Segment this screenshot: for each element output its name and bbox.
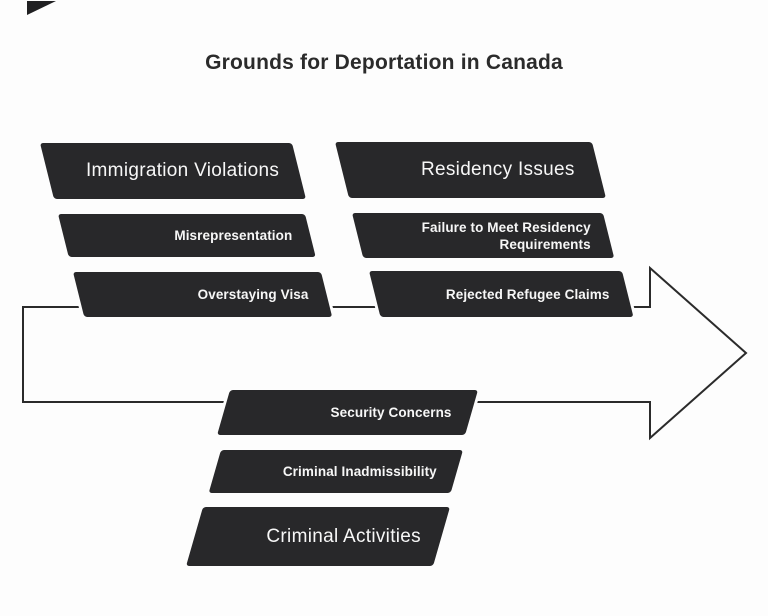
banner-failure-residency-requirements: Failure to Meet Residency Requirements (352, 213, 615, 258)
banner-label: Overstaying Visa (197, 287, 309, 302)
banner-criminal-activities: Criminal Activities (186, 507, 450, 566)
banner-label: Immigration Violations (85, 160, 279, 181)
banner-label: Security Concerns (330, 405, 452, 420)
banner-criminal-inadmissibility: Criminal Inadmissibility (208, 450, 463, 493)
banner-residency-issues: Residency Issues (335, 142, 606, 198)
banner-label: Failure to Meet Residency Requirements (421, 219, 591, 252)
corner-triangle-icon (27, 1, 56, 15)
page-title: Grounds for Deportation in Canada (205, 51, 563, 74)
banner-label: Rejected Refugee Claims (446, 286, 610, 302)
banner-security-concerns: Security Concerns (217, 390, 479, 435)
banner-label: Residency Issues (421, 159, 575, 180)
banner-misrepresentation: Misrepresentation (58, 214, 316, 257)
banner-rejected-refugee-claims: Rejected Refugee Claims (369, 271, 634, 317)
banner-label: Criminal Inadmissibility (282, 464, 437, 479)
banner-overstaying-visa: Overstaying Visa (73, 272, 333, 317)
banner-immigration-violations: Immigration Violations (40, 143, 306, 199)
banner-label: Misrepresentation (174, 228, 293, 243)
banner-label: Criminal Activities (266, 525, 422, 547)
